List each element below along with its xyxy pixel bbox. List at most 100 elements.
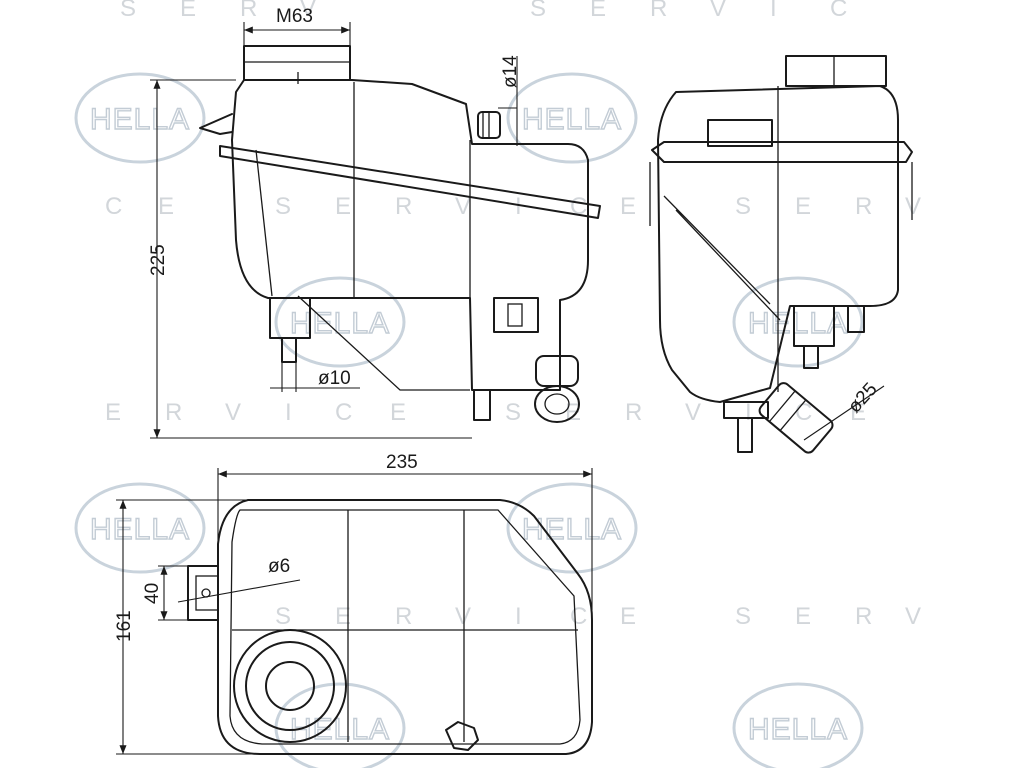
top-filler-cap-ring: [245, 641, 335, 731]
service-letter: R: [625, 399, 644, 426]
service-letter: S: [735, 193, 753, 220]
dim-width: 235: [386, 452, 418, 473]
dim-line-mount-hole: [177, 579, 301, 603]
hella-logo-watermark: HELLA: [274, 682, 406, 768]
service-letter: R: [855, 603, 874, 630]
service-letter: I: [515, 603, 524, 630]
hella-logo-watermark: HELLA: [732, 276, 864, 368]
side-tank-body: [657, 85, 899, 403]
sensor-clip: [493, 297, 539, 333]
service-letter: I: [285, 399, 294, 426]
hella-logo-text: HELLA: [522, 513, 622, 546]
hella-logo-watermark: HELLA: [506, 482, 638, 574]
service-letter: S: [275, 193, 293, 220]
hella-logo-watermark: HELLA: [74, 482, 206, 574]
side-inner-slope: [663, 195, 781, 321]
service-letter: R: [165, 399, 184, 426]
service-letter: E: [158, 193, 176, 220]
service-letter: E: [565, 399, 583, 426]
mounting-strap: [219, 145, 601, 219]
watermark-layer: HELLA HELLA HELLA HELLA HELLA HELLA HELL…: [74, 0, 923, 768]
top-small-fitting: [445, 721, 479, 751]
service-letter: I: [745, 399, 754, 426]
service-letter: C: [570, 603, 589, 630]
service-letter: E: [620, 603, 638, 630]
dim-outlet-small: ø14: [500, 55, 521, 88]
service-letter: I: [515, 193, 524, 220]
side-top-clip: [707, 119, 773, 147]
hella-logo-text: HELLA: [90, 103, 190, 136]
mounting-hole: [201, 588, 211, 598]
service-letter: E: [180, 0, 198, 22]
service-letter: C: [795, 399, 814, 426]
service-letter: S: [735, 603, 753, 630]
service-letter: V: [455, 603, 473, 630]
service-letter: C: [335, 399, 354, 426]
service-letter: V: [685, 399, 703, 426]
hella-logo-watermark: HELLA: [732, 682, 864, 768]
front-view: M63 ø14 225 ø10: [148, 6, 601, 439]
service-letter: E: [105, 399, 123, 426]
side-view: ø25: [649, 55, 913, 454]
service-letter: V: [905, 603, 923, 630]
hose-outlet-end: [534, 385, 580, 423]
hella-logo-watermark: HELLA: [506, 72, 638, 164]
service-letter: R: [395, 603, 414, 630]
mounting-lug-slot: [195, 575, 219, 611]
filler-cap: [243, 45, 351, 81]
side-filler-cap: [785, 55, 887, 87]
side-mounting-strap: [651, 141, 913, 163]
top-filler-cap-center: [265, 661, 315, 711]
dim-depth: 161: [114, 610, 135, 642]
service-letter: C: [105, 193, 124, 220]
service-watermark-row: S E R V I C E S E R V: [275, 603, 923, 630]
service-letter: I: [770, 0, 779, 22]
service-letter: S: [505, 399, 523, 426]
dim-line-outlet-large: [803, 385, 885, 441]
service-watermark-row: C E S E R V I C E S E R V: [105, 193, 921, 220]
left-bracket: [199, 113, 233, 135]
service-letter: E: [335, 603, 353, 630]
side-large-outlet: [758, 382, 834, 454]
service-letter: E: [795, 603, 813, 630]
service-letter: V: [225, 399, 243, 426]
service-letter: R: [240, 0, 259, 22]
side-clip: [847, 305, 865, 333]
top-filler-cap-outer: [233, 629, 347, 743]
dim-mount-height: 40: [142, 583, 163, 604]
service-letter: S: [275, 603, 293, 630]
service-letter: R: [855, 193, 874, 220]
service-letter: E: [590, 0, 608, 22]
hella-logo-text: HELLA: [748, 307, 848, 340]
service-letter: V: [455, 193, 473, 220]
drain-nipple: [473, 389, 491, 421]
sensor-clip-tab: [507, 303, 523, 327]
tank-body: [231, 79, 589, 391]
service-watermark-row: E R V I C E S E R V I C E: [105, 399, 866, 426]
service-letter: S: [530, 0, 548, 22]
hella-logo-text: HELLA: [748, 713, 848, 746]
service-letter: C: [830, 0, 849, 22]
hella-logo-watermark: HELLA: [74, 72, 206, 164]
top-tank-outline: [217, 499, 593, 755]
service-letter: S: [120, 0, 138, 22]
service-letter: V: [710, 0, 728, 22]
hose-outlet-bore: [544, 393, 570, 415]
top-view: 235 161 40 ø6: [114, 452, 593, 755]
service-watermark-row: S E R V S E R V I C: [120, 0, 849, 22]
top-tank-inner: [229, 509, 581, 745]
inner-panel-line: [255, 149, 470, 391]
hella-logo-text: HELLA: [90, 513, 190, 546]
service-letter: R: [650, 0, 669, 22]
dim-cap-thread: M63: [276, 6, 313, 27]
service-letter: E: [335, 193, 353, 220]
dim-height: 225: [148, 244, 169, 276]
service-letter: E: [795, 193, 813, 220]
service-letter: V: [300, 0, 318, 22]
side-sensor-outlet: [803, 345, 819, 369]
mounting-lug: [187, 565, 219, 621]
bottom-outlet: [281, 337, 297, 363]
service-letter: E: [620, 193, 638, 220]
dim-mount-hole: ø6: [268, 556, 290, 577]
